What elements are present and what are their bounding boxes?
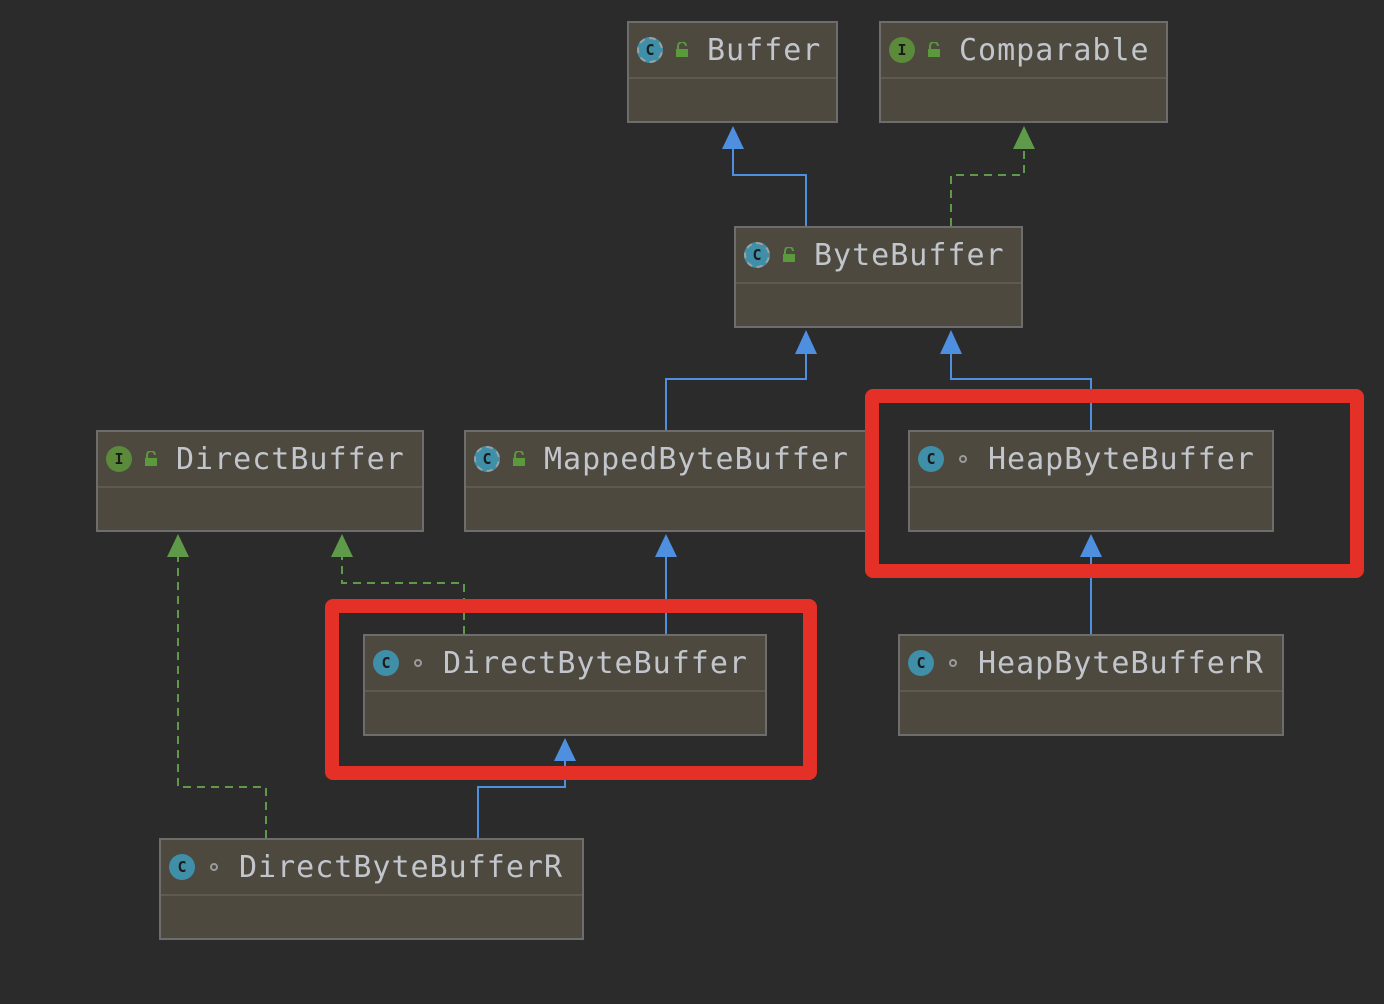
abstract-class-icon: C <box>637 37 663 63</box>
abstract-class-icon: C <box>474 446 500 472</box>
highlight-box-directbytebuffer <box>325 599 817 780</box>
node-heapbytebufferr-body <box>900 692 1282 736</box>
edge-heapbytebuffer-extends-bytebuffer <box>950 352 1092 430</box>
arrowhead-directbuffer-left <box>167 534 189 557</box>
node-heapbytebufferr[interactable]: C HeapByteBufferR <box>898 634 1284 736</box>
node-buffer-label: Buffer <box>707 32 822 68</box>
node-directbuffer[interactable]: I DirectBuffer <box>96 430 424 532</box>
node-heapbytebufferr-label: HeapByteBufferR <box>978 645 1264 681</box>
class-icon: C <box>908 650 934 676</box>
node-directbuffer-label: DirectBuffer <box>176 441 405 477</box>
node-heapbytebuffer[interactable]: C HeapByteBuffer <box>908 430 1274 532</box>
arrowhead-mappedbytebuffer <box>655 534 677 557</box>
node-bytebuffer[interactable]: C ByteBuffer <box>734 226 1023 328</box>
public-lock-icon <box>508 448 530 470</box>
node-comparable-header: I Comparable <box>881 23 1166 79</box>
arrowhead-bytebuffer-left <box>795 330 817 354</box>
public-lock-icon <box>671 39 693 61</box>
node-directbytebuffer-header: C DirectByteBuffer <box>365 636 765 692</box>
node-bytebuffer-label: ByteBuffer <box>814 237 1005 273</box>
class-icon: C <box>918 446 944 472</box>
node-directbytebufferr-header: C DirectByteBufferR <box>161 840 582 896</box>
node-heapbytebuffer-label: HeapByteBuffer <box>988 441 1255 477</box>
arrowhead-bytebuffer-right <box>940 330 962 354</box>
package-private-dot-icon <box>952 448 974 470</box>
node-directbytebufferr[interactable]: C DirectByteBufferR <box>159 838 584 940</box>
node-directbuffer-body <box>98 488 422 532</box>
interface-icon: I <box>889 37 915 63</box>
edge-bytebuffer-extends-buffer <box>732 146 807 226</box>
arrowhead-directbuffer-right <box>331 534 353 557</box>
edge-mappedbytebuffer-extends-bytebuffer <box>665 352 807 430</box>
abstract-class-icon: C <box>744 242 770 268</box>
edge-directbytebufferr-implements-directbuffer <box>177 556 267 838</box>
class-icon: C <box>373 650 399 676</box>
node-directbytebuffer-label: DirectByteBuffer <box>443 645 748 681</box>
edge-directbytebuffer-implements-directbuffer <box>341 556 465 634</box>
node-bytebuffer-header: C ByteBuffer <box>736 228 1021 284</box>
node-mappedbytebuffer-header: C MappedByteBuffer <box>466 432 866 488</box>
public-lock-icon <box>778 244 800 266</box>
public-lock-icon <box>140 448 162 470</box>
class-icon: C <box>169 854 195 880</box>
node-directbuffer-header: I DirectBuffer <box>98 432 422 488</box>
node-directbytebuffer[interactable]: C DirectByteBuffer <box>363 634 767 736</box>
node-comparable-label: Comparable <box>959 32 1150 68</box>
package-private-dot-icon <box>203 856 225 878</box>
edge-bytebuffer-implements-comparable <box>950 146 1025 226</box>
node-bytebuffer-body <box>736 284 1021 328</box>
node-buffer[interactable]: C Buffer <box>627 21 838 123</box>
node-directbytebufferr-body <box>161 896 582 940</box>
highlight-box-heapbytebuffer <box>865 389 1364 578</box>
arrowhead-directbytebuffer <box>554 738 576 761</box>
node-heapbytebuffer-header: C HeapByteBuffer <box>910 432 1272 488</box>
node-heapbytebufferr-header: C HeapByteBufferR <box>900 636 1282 692</box>
arrowhead-comparable <box>1013 126 1035 149</box>
arrowhead-heapbytebuffer <box>1080 534 1102 557</box>
node-comparable-body <box>881 79 1166 123</box>
node-buffer-body <box>629 79 836 123</box>
node-mappedbytebuffer[interactable]: C MappedByteBuffer <box>464 430 868 532</box>
package-private-dot-icon <box>407 652 429 674</box>
interface-icon: I <box>106 446 132 472</box>
node-directbytebufferr-label: DirectByteBufferR <box>239 849 564 885</box>
node-mappedbytebuffer-label: MappedByteBuffer <box>544 441 849 477</box>
arrowhead-buffer <box>722 126 744 149</box>
node-comparable[interactable]: I Comparable <box>879 21 1168 123</box>
package-private-dot-icon <box>942 652 964 674</box>
node-mappedbytebuffer-body <box>466 488 866 532</box>
public-lock-icon <box>923 39 945 61</box>
node-buffer-header: C Buffer <box>629 23 836 79</box>
